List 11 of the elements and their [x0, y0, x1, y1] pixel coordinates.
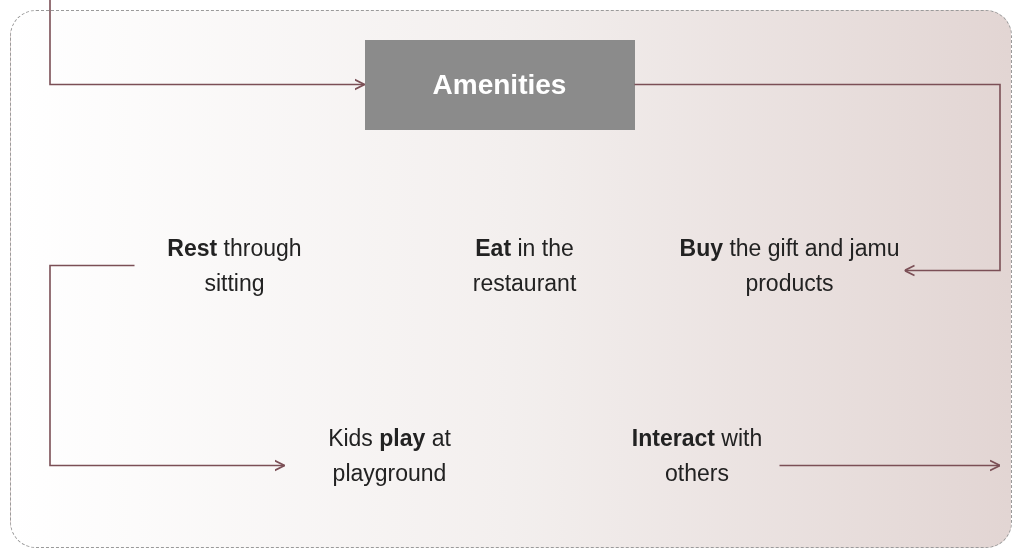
text-label: Rest through sitting — [166, 233, 303, 298]
connector-arrow — [778, 459, 1001, 472]
connector-arrow — [49, 0, 366, 91]
text-label: Interact with others — [630, 423, 764, 488]
text-label: Kids play at playground — [327, 423, 452, 488]
text-label: Eat in the restaurant — [471, 233, 578, 298]
connector-arrow — [633, 83, 1001, 277]
connector-arrow — [49, 264, 286, 472]
text-label: Buy the gift and jamu products — [678, 233, 901, 298]
title-label: Amenities — [432, 68, 567, 102]
dashed-panel — [10, 10, 1012, 548]
